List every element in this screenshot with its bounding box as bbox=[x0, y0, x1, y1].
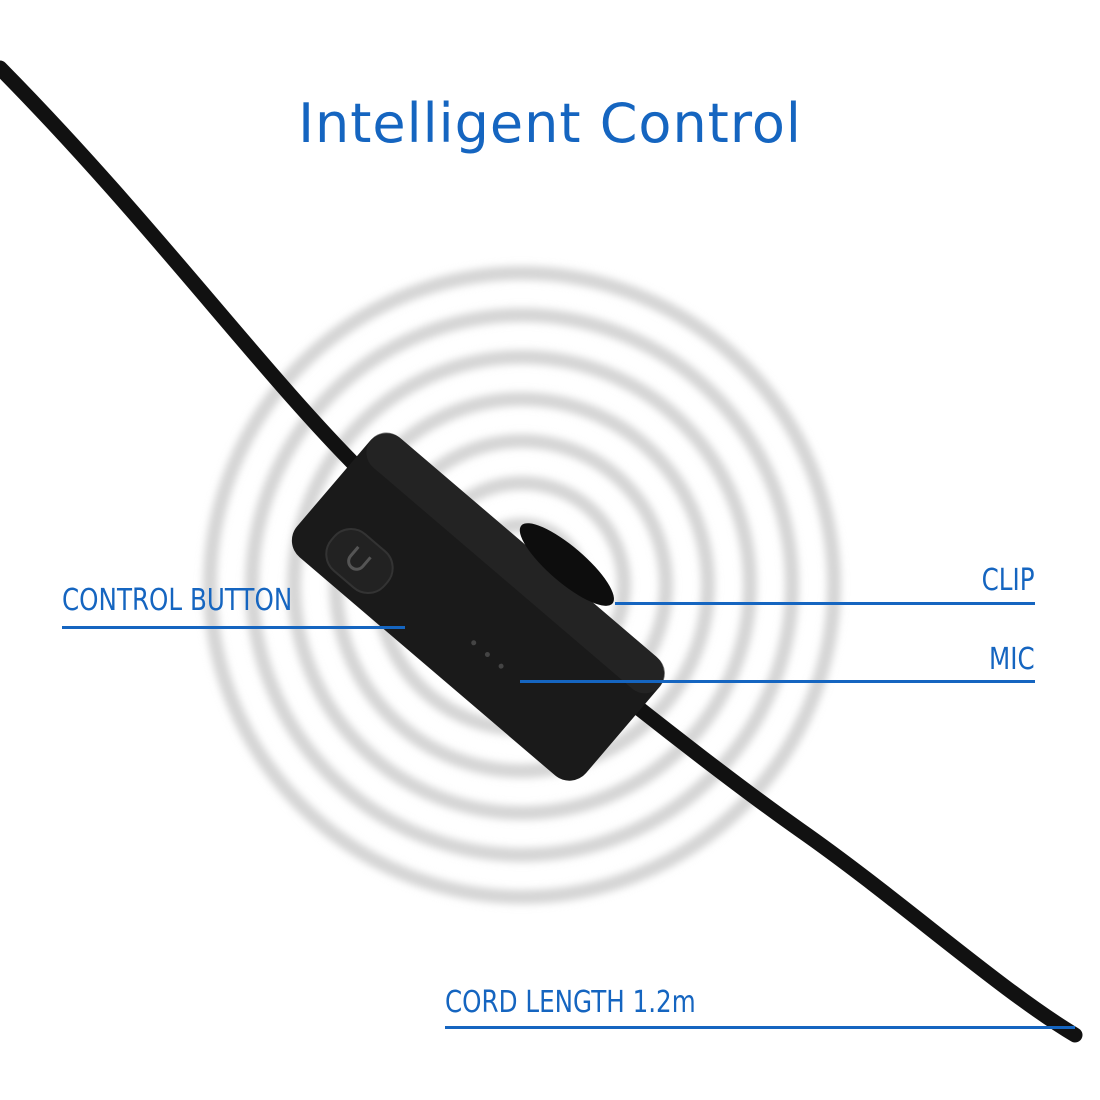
control-button-label: CONTROL BUTTON bbox=[62, 583, 293, 618]
control-button-icon bbox=[325, 528, 394, 594]
control-button-pointer bbox=[62, 626, 405, 629]
cord-length-label: CORD LENGTH 1.2m bbox=[445, 985, 696, 1020]
page-title: Intelligent Control bbox=[298, 92, 802, 155]
mic-label: MIC bbox=[989, 642, 1035, 677]
mic-holes bbox=[471, 640, 504, 669]
mic-pointer bbox=[520, 680, 1035, 683]
clip bbox=[519, 523, 614, 606]
cord-length-pointer bbox=[445, 1026, 1075, 1029]
clip-pointer bbox=[615, 602, 1035, 605]
clip-label: CLIP bbox=[982, 563, 1035, 598]
inline-remote bbox=[291, 432, 665, 781]
